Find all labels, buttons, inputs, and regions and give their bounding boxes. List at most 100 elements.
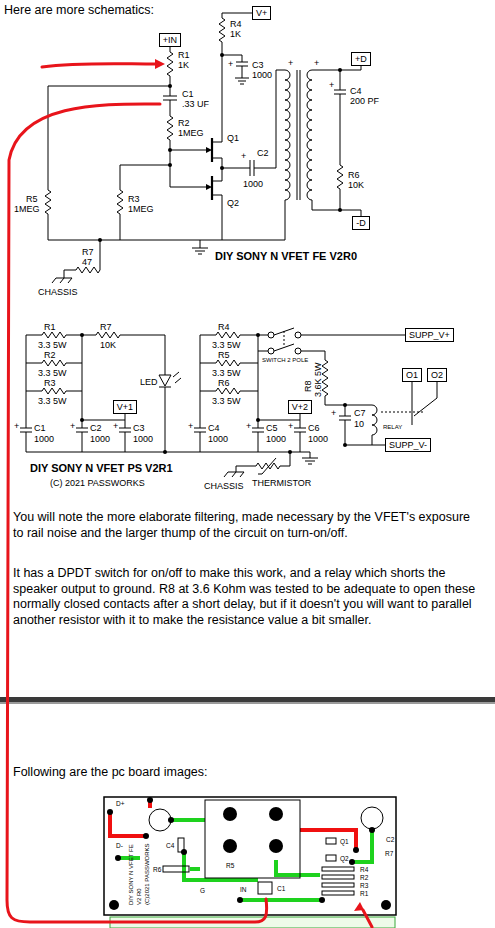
part-label: + [331, 408, 336, 418]
wire [20, 428, 306, 452]
wire [219, 13, 252, 142]
pcb-footprint [205, 800, 300, 878]
pcb-hole [181, 849, 187, 855]
part-label: THERMISTOR [252, 478, 311, 488]
silkscreen-label: R6 [153, 866, 161, 873]
part-label: 3.3 5W [38, 396, 67, 406]
pcb-hole [107, 809, 113, 815]
pcb-hole [147, 797, 153, 803]
part-label: + [241, 151, 246, 161]
part-label: + [113, 421, 118, 431]
terminal-name: SUPP_V+ [409, 330, 450, 340]
pcb-hole [353, 847, 359, 853]
part-label: 200 PF [350, 96, 379, 106]
part-label: 47 [82, 257, 92, 267]
wire [48, 70, 300, 254]
wire [82, 332, 181, 452]
part-label: 10K [100, 340, 116, 350]
part-label: (C) 2021 PASSWORKS [50, 478, 145, 488]
part-label: R2 [44, 350, 56, 360]
part-label: 1MEG [128, 204, 154, 214]
part-label: 1000 [90, 434, 110, 444]
part-label: 1000 [252, 70, 272, 80]
terminal-box: +IN [159, 33, 181, 47]
transistor-symbol [206, 138, 212, 200]
pcb-hole [109, 900, 119, 910]
pcb-footprint [361, 807, 383, 829]
part-label: 3.3 5W [212, 368, 241, 378]
part-label: + [288, 58, 293, 68]
wire [412, 382, 437, 425]
part-label: C1 [34, 423, 46, 433]
relay-coil [372, 405, 377, 435]
terminal-name: -D [356, 218, 366, 228]
part-label: C2 [257, 148, 269, 158]
junction-dot [80, 418, 84, 422]
junction-dot [338, 208, 342, 212]
pcb-hole [223, 807, 237, 821]
part-label: 1MEG [14, 204, 40, 214]
junction-dot [220, 53, 224, 57]
part-label: R6 [348, 170, 360, 180]
part-label: R1 [44, 322, 56, 332]
silkscreen-label: D- [116, 842, 123, 849]
junction-dot [168, 163, 172, 167]
silkscreen-label: R5 [226, 862, 234, 869]
part-label: C3 [252, 60, 264, 70]
wire [302, 452, 318, 464]
transistor-symbol [211, 138, 213, 200]
pcb-footprint [322, 875, 354, 879]
silkscreen-label: C1 [277, 885, 285, 892]
pcb-footprint [322, 883, 354, 887]
part-label: R4 [218, 322, 230, 332]
part-label: 3.3 5W [212, 396, 241, 406]
wire [20, 328, 437, 477]
transformer-winding [285, 70, 290, 200]
part-label: 1K [178, 60, 189, 70]
part-label: 3.3 5W [38, 368, 67, 378]
page-divider [0, 697, 495, 702]
terminal-box: -D [352, 216, 370, 230]
part-label: Q1 [227, 133, 239, 143]
silkscreen-label: G [200, 887, 205, 894]
silkscreen-label: DIY SONY N VFET FE [128, 844, 135, 905]
junction-dot [80, 333, 347, 454]
pcb-hole [319, 897, 325, 903]
pcb-footprint [322, 891, 354, 895]
wire [258, 328, 405, 445]
pcb-trace [118, 820, 372, 900]
silkscreen-label: R1 [360, 890, 368, 897]
red-annotation [155, 59, 165, 69]
switch-contact [295, 348, 301, 354]
silkscreen-label: C4 [166, 842, 174, 849]
part-label: 3.3 5W [38, 340, 67, 350]
paragraph: It has a DPDT switch for on/off to make … [13, 566, 478, 628]
terminal-box: +D [351, 52, 371, 66]
part-label: R8 [303, 380, 313, 392]
part-label: + [329, 80, 334, 90]
junction-dot [220, 166, 224, 170]
junction-dot [343, 443, 347, 447]
switch-contact [268, 348, 274, 354]
pcb-hole [369, 827, 375, 833]
terminal-box: SUPP_V- [385, 438, 431, 452]
pcb-hole [107, 797, 391, 910]
red-annotation [363, 910, 372, 927]
paragraph: You will note the more elaborate filteri… [13, 510, 478, 541]
part-label: + [246, 421, 251, 431]
part-note: SWITCH 2 POLE [262, 357, 308, 364]
pcb-hole [349, 859, 355, 865]
part-label: + [14, 421, 19, 431]
part-label: R6 [218, 378, 230, 388]
part-label: C4 [208, 423, 220, 433]
part-label: + [228, 59, 233, 69]
pcb-board [104, 797, 396, 915]
junction-dot [338, 68, 342, 72]
terminal-box: O1 [402, 368, 422, 382]
terminal-name: V+1 [117, 402, 133, 412]
page-divider [0, 702, 495, 704]
pcb-hole [237, 897, 243, 903]
wire [200, 332, 258, 428]
junction-dot [98, 53, 342, 242]
red-annotation [7, 59, 372, 927]
